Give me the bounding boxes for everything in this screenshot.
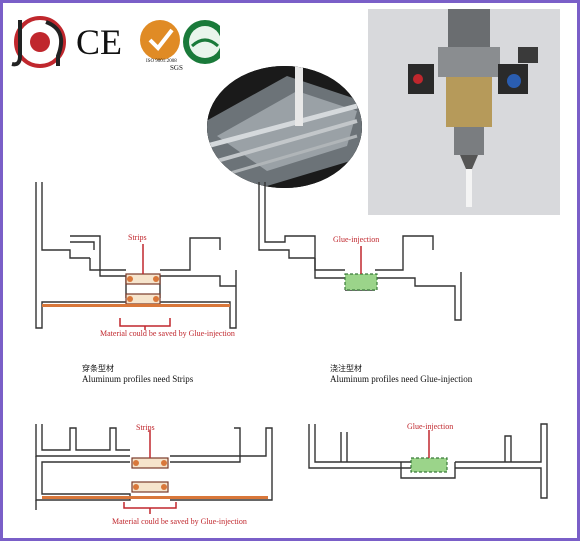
china-ecolabel-icon bbox=[183, 20, 220, 64]
strip-profile-diagram-top: Strips Material could be saved by Glue-i… bbox=[35, 182, 237, 338]
sgs-seal-icon: ISO 9001:2008 SGS bbox=[140, 20, 183, 72]
glue-profile-diagram-bottom: Glue-injection bbox=[308, 422, 548, 499]
glue-insert bbox=[344, 273, 378, 291]
company-logo-icon bbox=[11, 16, 66, 68]
aluminum-profile-photo bbox=[207, 66, 362, 188]
material-saved-label-bottom: Material could be saved by Glue-injectio… bbox=[112, 517, 247, 526]
glue-insert-bottom bbox=[410, 457, 448, 473]
strip-inserts-bottom bbox=[131, 457, 169, 493]
certification-logos: CE ISO 9001:2008 SGS bbox=[11, 16, 220, 72]
glue-profile-diagram-top: Glue-injection bbox=[258, 182, 462, 321]
strips-label-bottom: Strips bbox=[136, 423, 155, 432]
glue-caption: 浇注型材 Aluminum profiles need Glue-injecti… bbox=[330, 364, 473, 384]
strip-profile-diagram-bottom: Strips Material could be saved by Glue-i… bbox=[35, 423, 273, 526]
strips-caption: 穿条型材 Aluminum profiles need Strips bbox=[82, 364, 194, 384]
svg-text:SGS: SGS bbox=[170, 64, 183, 72]
strip-inserts bbox=[125, 273, 161, 305]
svg-text:ISO 9001:2008: ISO 9001:2008 bbox=[146, 59, 177, 64]
glue-injection-nozzle-photo bbox=[368, 9, 560, 215]
material-saved-label: Material could be saved by Glue-injectio… bbox=[100, 329, 235, 338]
saved-material-bar bbox=[42, 304, 230, 307]
saved-material-bar-bottom bbox=[42, 496, 268, 499]
glue-injection-label-bottom: Glue-injection bbox=[407, 422, 453, 431]
strips-label: Strips bbox=[128, 233, 147, 242]
ce-mark-icon: CE bbox=[76, 22, 122, 62]
glue-injection-label: Glue-injection bbox=[333, 235, 379, 244]
